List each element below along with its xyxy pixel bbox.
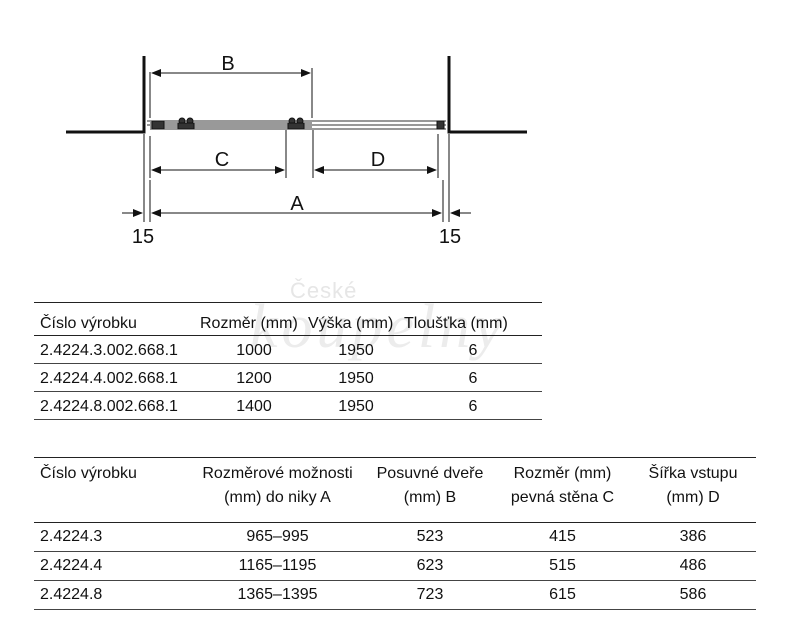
cell-sliding-door: 623 <box>416 557 444 574</box>
header-line: (mm) D <box>666 489 720 506</box>
header-line: Rozměrové možnosti <box>202 465 353 482</box>
cell-product-number: 2.4224.8 <box>40 586 103 603</box>
cell-fixed-wall: 515 <box>549 557 576 574</box>
table-row: 2.4224.3.002.668.1 1000 1950 6 <box>34 336 542 364</box>
cell-height: 1950 <box>338 342 374 359</box>
header-product-number: Číslo výrobku <box>40 315 137 332</box>
table-row: 2.4224.4 1165–1195 623 515 486 <box>34 552 756 581</box>
cell-size: 1000 <box>236 342 272 359</box>
product-table: Číslo výrobku Rozměr (mm) Výška (mm) Tlo… <box>34 302 542 420</box>
dimensions-table: Číslo výrobku Rozměrové možnosti (mm) do… <box>34 457 756 610</box>
product-table-header: Číslo výrobku Rozměr (mm) Výška (mm) Tlo… <box>34 302 542 336</box>
table-row: 2.4224.8 1365–1395 723 615 586 <box>34 581 756 610</box>
header-product-number: Číslo výrobku <box>34 458 190 523</box>
cell-size: 1400 <box>236 398 272 415</box>
cell-thickness: 6 <box>468 370 478 387</box>
header-entry-width: Šířka vstupu (mm) D <box>630 458 756 523</box>
header-height: Výška (mm) <box>308 315 394 332</box>
cell-entry-width: 386 <box>679 528 707 545</box>
table-row: 2.4224.8.002.668.1 1400 1950 6 <box>34 392 542 420</box>
header-line: (mm) do niky A <box>224 489 331 506</box>
cell-size: 1200 <box>236 370 272 387</box>
dimension-c <box>149 130 287 178</box>
cell-entry-width: 486 <box>679 557 707 574</box>
cell-niche-range: 1165–1195 <box>238 557 317 574</box>
table-row: 2.4224.4.002.668.1 1200 1950 6 <box>34 364 542 392</box>
cell-product-number: 2.4224.3.002.668.1 <box>40 342 178 359</box>
header-line: Číslo výrobku <box>40 465 137 482</box>
cell-sliding-door: 523 <box>416 528 444 545</box>
dimension-a <box>122 134 471 222</box>
header-sliding-door: Posuvné dveře (mm) B <box>365 458 495 523</box>
header-line: Rozměr (mm) <box>513 465 612 482</box>
cell-product-number: 2.4224.4 <box>40 557 103 574</box>
header-niche-range: Rozměrové možnosti (mm) do niky A <box>190 458 365 523</box>
door-rollers <box>151 117 445 130</box>
dimension-b <box>149 68 313 118</box>
cell-niche-range: 1365–1395 <box>237 586 318 603</box>
header-line: Šířka vstupu <box>648 465 738 482</box>
left-wall <box>66 56 146 134</box>
label-b: B <box>221 53 234 75</box>
label-a: A <box>290 193 304 215</box>
cell-sliding-door: 723 <box>416 586 444 603</box>
label-c: C <box>215 149 229 171</box>
cell-fixed-wall: 615 <box>549 586 576 603</box>
cell-niche-range: 965–995 <box>246 528 309 545</box>
dimension-d <box>312 130 439 178</box>
watermark-small: České <box>290 278 358 303</box>
label-d: D <box>371 149 385 171</box>
cell-thickness: 6 <box>468 398 478 415</box>
header-thickness: Tloušťka (mm) <box>404 315 508 332</box>
header-line: Posuvné dveře <box>376 465 484 482</box>
table-row: 2.4224.3 965–995 523 415 386 <box>34 523 756 552</box>
cell-fixed-wall: 415 <box>549 528 576 545</box>
niche-dimension-diagram: B C D A 15 15 <box>66 53 527 248</box>
cell-entry-width: 586 <box>679 586 707 603</box>
cell-height: 1950 <box>338 370 374 387</box>
header-line: pevná stěna C <box>510 489 615 506</box>
cell-product-number: 2.4224.3 <box>40 528 103 545</box>
cell-product-number: 2.4224.8.002.668.1 <box>40 398 178 415</box>
cell-thickness: 6 <box>468 342 478 359</box>
header-fixed-wall: Rozměr (mm) pevná stěna C <box>495 458 630 523</box>
dimensions-table-header: Číslo výrobku Rozměrové možnosti (mm) do… <box>34 457 756 523</box>
cell-height: 1950 <box>338 398 374 415</box>
header-size: Rozměr (mm) <box>200 315 298 332</box>
cell-product-number: 2.4224.4.002.668.1 <box>40 370 178 387</box>
right-wall <box>447 56 527 134</box>
header-line: (mm) B <box>403 489 457 506</box>
left-gap-label: 15 <box>132 226 154 248</box>
right-gap-label: 15 <box>439 226 461 248</box>
